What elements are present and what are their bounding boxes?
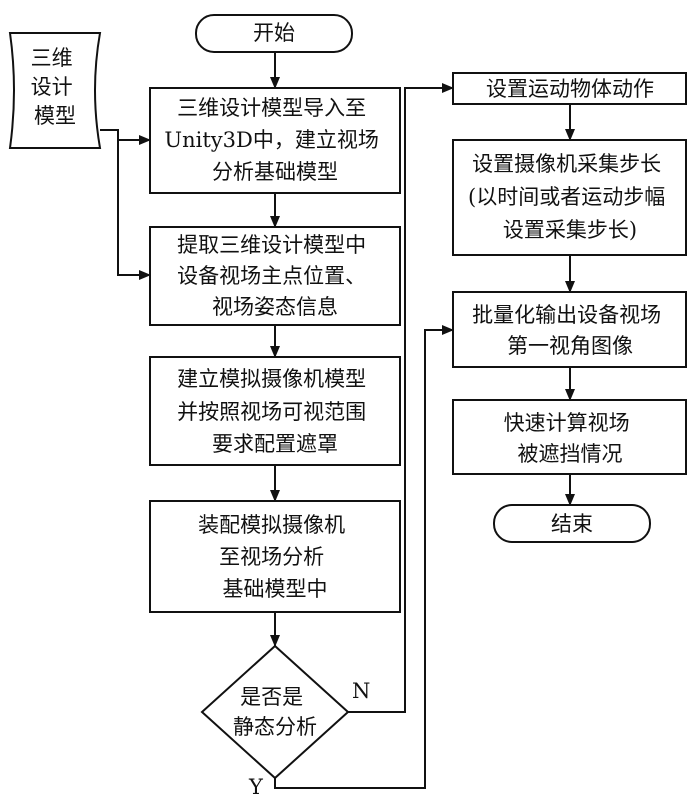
connectors: [100, 52, 575, 789]
arrow-model-input-branch: [100, 129, 151, 145]
start-shape: [195, 14, 353, 53]
decision-line: 是否是: [240, 685, 303, 709]
arrow-no-branch: [348, 83, 454, 713]
step-text: 三维设计模型导入至 Unity3D中，建立视场 分析基础模型: [164, 96, 385, 184]
step-line: 基础模型中: [223, 577, 328, 601]
arrow-yes-branch: [274, 325, 454, 789]
step-line: 至视场分析: [219, 545, 324, 569]
step-text: 装配模拟摄像机 至视场分析 基础模型中: [198, 513, 352, 601]
step-line: 提取三维设计模型中: [177, 233, 366, 257]
step-text: 快速计算视场 被遮挡情况: [504, 411, 637, 466]
design-model-line: 设计: [31, 75, 73, 99]
step-text: 设置运动物体动作: [486, 77, 654, 101]
no-branch-label: N: [352, 679, 370, 703]
step-line: 装配模拟摄像机: [198, 513, 345, 537]
step-line: 设置采集步长): [503, 218, 637, 242]
step-box: [149, 356, 401, 466]
step-assemble-camera: 装配模拟摄像机 至视场分析 基础模型中: [149, 500, 401, 613]
step-compute-occlusion: 快速计算视场 被遮挡情况: [452, 399, 687, 475]
end-terminator: 结束: [493, 504, 651, 543]
decision-diamond: [200, 644, 350, 780]
design-model-line: 三维: [31, 46, 73, 70]
step-set-motion: 设置运动物体动作: [452, 72, 687, 105]
yes-branch-label: Y: [248, 775, 264, 797]
step-box: [452, 72, 687, 105]
step-line: 分析基础模型: [212, 160, 338, 184]
step-line: 并按照视场可视范围: [177, 400, 366, 424]
step-line: Unity3D中，建立视场: [164, 128, 378, 152]
step-line: 建立模拟摄像机模型: [177, 367, 366, 391]
step-box: [452, 399, 687, 475]
step-build-camera: 建立模拟摄像机模型 并按照视场可视范围 要求配置遮罩: [149, 356, 401, 466]
design-model-input: 三维 设计 模型: [8, 32, 102, 149]
step-line: 视场姿态信息: [212, 295, 338, 319]
step-extract-info: 提取三维设计模型中 设备视场主点位置、 视场姿态信息: [149, 226, 401, 326]
step-box: [452, 291, 687, 368]
decision-text: 是否是 静态分析: [233, 685, 317, 739]
step-import-model: 三维设计模型导入至 Unity3D中，建立视场 分析基础模型: [149, 87, 401, 194]
decision-line: 静态分析: [233, 715, 317, 739]
step-box: [149, 226, 401, 326]
step-set-capture-step: 设置摄像机采集步长 (以时间或者运动步幅 设置采集步长): [452, 139, 687, 256]
step-text: 批量化输出设备视场 第一视角图像: [472, 303, 668, 358]
design-model-shape: [8, 32, 102, 149]
step-line: 要求配置遮罩: [212, 432, 338, 456]
step-box: [149, 87, 401, 194]
step-text: 建立模拟摄像机模型 并按照视场可视范围 要求配置遮罩: [177, 367, 373, 456]
step-line: 设备视场主点位置、: [177, 264, 366, 288]
step-line: 被遮挡情况: [518, 442, 623, 466]
step-line: (以时间或者运动步幅: [468, 185, 665, 209]
step-line: 设置摄像机采集步长: [472, 152, 661, 176]
step-line: 三维设计模型导入至: [177, 96, 366, 120]
end-shape: [493, 504, 651, 543]
step-line: 快速计算视场: [504, 411, 630, 435]
start-terminator: 开始: [195, 14, 353, 53]
start-label: 开始: [253, 21, 295, 45]
arrow-model-input-to-extract: [117, 140, 151, 280]
step-line: 设置运动物体动作: [486, 77, 654, 101]
design-model-line: 模型: [34, 104, 76, 128]
step-box: [452, 139, 687, 256]
step-text: 设置摄像机采集步长 (以时间或者运动步幅 设置采集步长): [468, 152, 672, 242]
step-line: 批量化输出设备视场: [472, 303, 661, 327]
step-box: [149, 500, 401, 613]
decision-static-analysis: 是否是 静态分析: [200, 644, 350, 780]
design-model-label: 三维 设计 模型: [31, 46, 80, 128]
step-text: 提取三维设计模型中 设备视场主点位置、 视场姿态信息: [177, 233, 373, 319]
end-label: 结束: [551, 512, 593, 536]
step-line: 第一视角图像: [507, 334, 633, 358]
step-batch-output: 批量化输出设备视场 第一视角图像: [452, 291, 687, 368]
